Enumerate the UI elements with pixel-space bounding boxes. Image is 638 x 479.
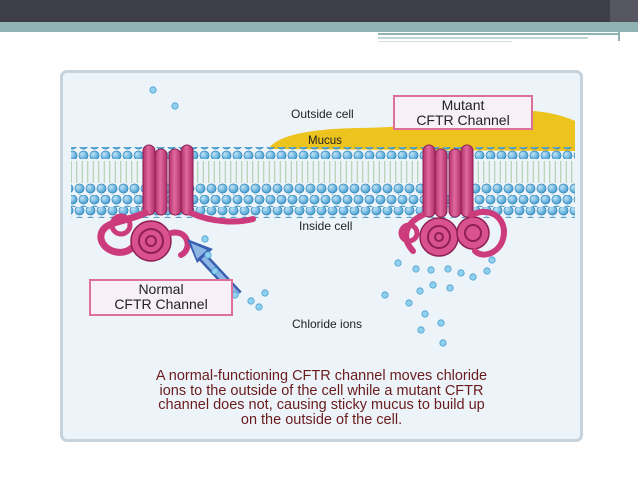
- cftr-illustration: [71, 86, 575, 347]
- outside-cell-label: Outside cell: [291, 107, 354, 121]
- caption-line4: on the outside of the cell.: [240, 411, 403, 428]
- slide-header-bar: [0, 0, 610, 22]
- normal-cftr-protein: [97, 144, 256, 262]
- caption-line2: ions to the outside of the cell while a …: [159, 382, 484, 399]
- mutant-box-line1: Mutant: [441, 97, 485, 113]
- inside-cell-label: Inside cell: [299, 219, 353, 233]
- cftr-figure: Outside cell Mucus Inside cell Chloride …: [60, 70, 583, 442]
- slide-header-rule: [378, 37, 588, 39]
- chloride-ions-label: Chloride ions: [292, 317, 363, 331]
- figure-caption: A normal-functioning CFTR channel moves …: [69, 369, 574, 427]
- mutant-box-line2: CFTR Channel: [416, 112, 510, 128]
- caption-line3: channel does not, causing sticky mucus t…: [158, 397, 485, 413]
- slide-header-rule: [378, 41, 512, 42]
- caption-line1: A normal-functioning CFTR channel moves …: [155, 368, 488, 384]
- slide-header-rule: [378, 33, 618, 35]
- slide-header-stripe: [0, 22, 638, 32]
- slide-header-bar-end: [610, 0, 638, 22]
- membrane-heads-inner-2: [71, 207, 575, 218]
- mucus-label: Mucus: [308, 135, 342, 147]
- slide-header-tick: [618, 31, 620, 41]
- chloride-ions: [149, 86, 496, 347]
- mutant-cftr-label-box: Mutant CFTR Channel: [393, 95, 533, 130]
- mutant-cftr-protein: [398, 144, 507, 258]
- normal-cftr-label-box: Normal CFTR Channel: [89, 279, 233, 316]
- normal-box-line2: CFTR Channel: [114, 296, 208, 312]
- normal-box-line1: Normal: [138, 281, 184, 297]
